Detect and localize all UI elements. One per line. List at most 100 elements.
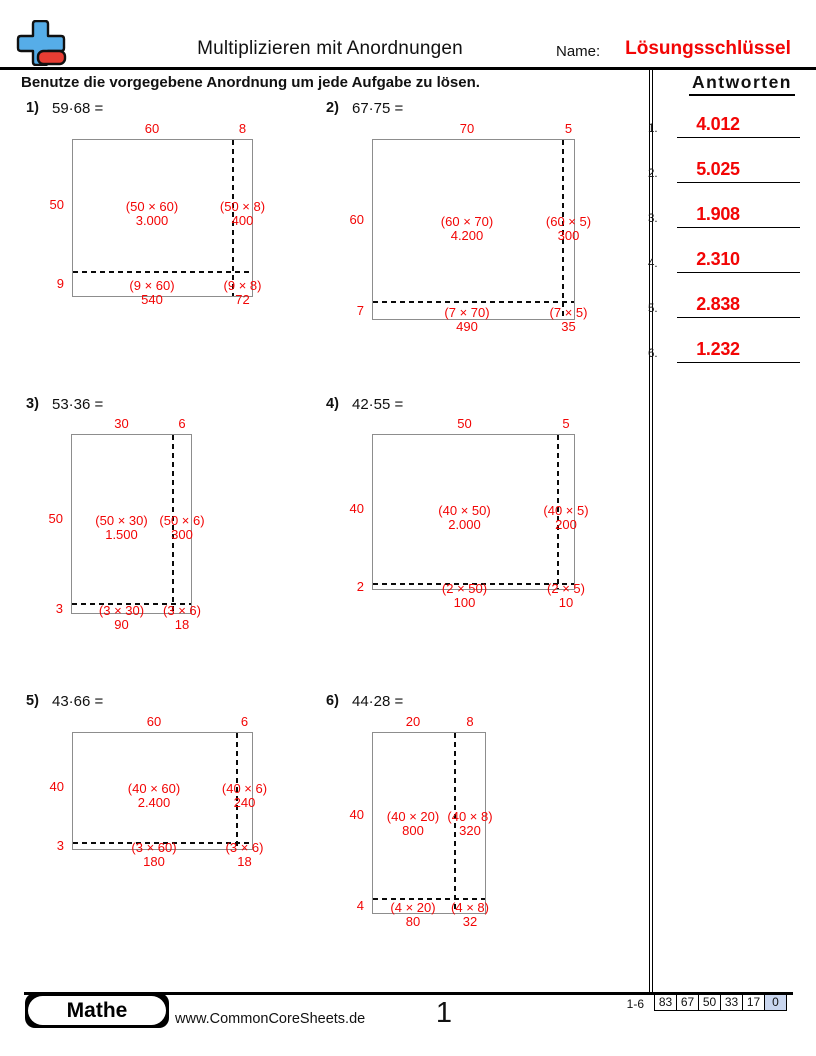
partial-product-cell: (3 × 6)18 <box>185 841 305 869</box>
score-box: 33 <box>720 994 743 1011</box>
score-box: 83 <box>654 994 677 1011</box>
column-label: 5 <box>564 121 573 136</box>
problem-expression: 42·55 = <box>352 396 404 413</box>
partial-product-formula: (50 × 6) <box>159 512 205 528</box>
column-label: 70 <box>459 121 475 136</box>
area-model-box <box>72 139 253 297</box>
problem-number: 5) <box>26 693 39 709</box>
partial-product-cell: (40 × 5)200 <box>506 503 626 532</box>
problem-number: 3) <box>26 396 39 412</box>
partial-product-value: 32 <box>462 914 478 929</box>
partial-product-cell: (9 × 60)540 <box>92 279 212 307</box>
partial-product-value: 800 <box>402 823 424 838</box>
partial-product-value: 3.000 <box>135 213 169 228</box>
partial-product-value: 300 <box>171 526 193 542</box>
row-label: 7 <box>356 302 364 318</box>
answer-key-label: Lösungsschlüssel <box>625 38 791 59</box>
column-label: 60 <box>144 121 160 136</box>
partial-product-cell: (4 × 20)80 <box>353 901 473 929</box>
answer-value: 4.012 <box>696 114 740 134</box>
answer-number: 3. <box>648 213 658 225</box>
column-label: 6 <box>178 416 186 431</box>
partial-product-value: 320 <box>459 823 481 838</box>
partial-product-value: 180 <box>143 854 165 869</box>
footer-rule <box>24 992 793 995</box>
score-box: 17 <box>742 994 765 1011</box>
partial-product-value: 240 <box>233 795 256 810</box>
partial-product-formula: (60 × 5) <box>545 214 592 229</box>
answer-blank: 1.232 <box>677 337 800 363</box>
partial-product-cell: (60 × 70)4.200 <box>407 215 527 243</box>
vertical-split-line <box>453 733 456 913</box>
column-label: 6 <box>240 714 249 729</box>
partial-product-value: 35 <box>561 318 576 334</box>
partial-product-cell: (7 × 70)490 <box>407 305 527 334</box>
answer-blank: 2.838 <box>677 292 800 318</box>
row-label: 2 <box>356 578 364 594</box>
partial-product-cell: (40 × 60)2.400 <box>94 782 214 810</box>
partial-product-formula: (3 × 6) <box>225 840 264 855</box>
partial-product-formula: (50 × 60) <box>125 199 179 214</box>
area-model-box <box>71 434 192 614</box>
partial-product-value: 90 <box>114 616 129 632</box>
brand-pill: Mathe <box>25 993 169 1028</box>
answer-value: 5.025 <box>696 159 740 179</box>
partial-product-cell: (40 × 50)2.000 <box>405 502 525 532</box>
partial-product-formula: (40 × 20) <box>386 809 440 824</box>
problem-expression: 44·28 = <box>352 693 404 710</box>
partial-product-value: 300 <box>557 228 580 243</box>
partial-product-cell: (50 × 6)300 <box>122 512 242 542</box>
partial-product-formula: (40 × 8) <box>447 809 493 824</box>
problem-expression: 53·36 = <box>52 396 104 413</box>
partial-product-cell: (50 × 60)3.000 <box>92 200 212 228</box>
score-box: 50 <box>698 994 721 1011</box>
partial-product-cell: (9 × 8)72 <box>183 279 303 307</box>
partial-product-cell: (2 × 5)10 <box>506 581 626 610</box>
answers-heading-wrap: Antworten <box>662 72 816 96</box>
partial-product-value: 2.400 <box>137 795 171 810</box>
partial-product-cell: (40 × 8)320 <box>410 810 530 838</box>
partial-product-cell: (50 × 8)400 <box>183 200 303 228</box>
column-label: 8 <box>466 714 474 729</box>
column-label: 20 <box>405 714 421 729</box>
header-rule <box>0 67 816 70</box>
partial-product-value: 400 <box>231 213 254 228</box>
horizontal-split-line <box>73 841 252 844</box>
area-model-box <box>372 139 575 320</box>
partial-product-formula: (9 × 60) <box>129 278 175 293</box>
row-label: 60 <box>349 212 364 227</box>
answer-value: 2.838 <box>696 294 740 314</box>
page-title: Multiplizieren mit Anordnungen <box>197 38 463 59</box>
problem-number: 1) <box>26 100 39 116</box>
partial-product-value: 4.200 <box>450 228 484 243</box>
row-label: 50 <box>49 197 64 212</box>
area-model-box <box>72 732 253 850</box>
problem-expression: 43·66 = <box>52 693 104 710</box>
horizontal-split-line <box>373 300 574 303</box>
horizontal-split-line <box>373 582 574 585</box>
answer-number: 6. <box>648 348 658 360</box>
partial-product-formula: (40 × 50) <box>438 502 491 518</box>
partial-product-value: 490 <box>456 318 478 334</box>
horizontal-split-line <box>73 270 252 273</box>
partial-product-value: 1.500 <box>105 526 138 542</box>
partial-product-formula: (7 × 5) <box>549 304 588 320</box>
brand-label: Mathe <box>28 996 166 1025</box>
problem-number: 6) <box>326 693 339 709</box>
problem-number: 2) <box>326 100 339 116</box>
answer-value: 2.310 <box>696 249 740 269</box>
row-label: 4 <box>356 898 364 913</box>
partial-product-formula: (4 × 20) <box>390 900 436 915</box>
row-label: 40 <box>49 779 64 794</box>
vertical-split-line <box>235 733 238 849</box>
answer-blank: 1.908 <box>677 202 800 228</box>
answers-heading: Antworten <box>688 72 796 96</box>
partial-product-formula: (9 × 8) <box>223 278 262 293</box>
answer-value: 1.908 <box>696 204 740 224</box>
problem-range-label: 1-6 <box>626 997 644 1011</box>
partial-product-value: 80 <box>405 914 421 929</box>
partial-product-cell: (50 × 30)1.500 <box>62 513 182 542</box>
problem-expression: 67·75 = <box>352 100 404 117</box>
area-model-box <box>372 434 575 590</box>
